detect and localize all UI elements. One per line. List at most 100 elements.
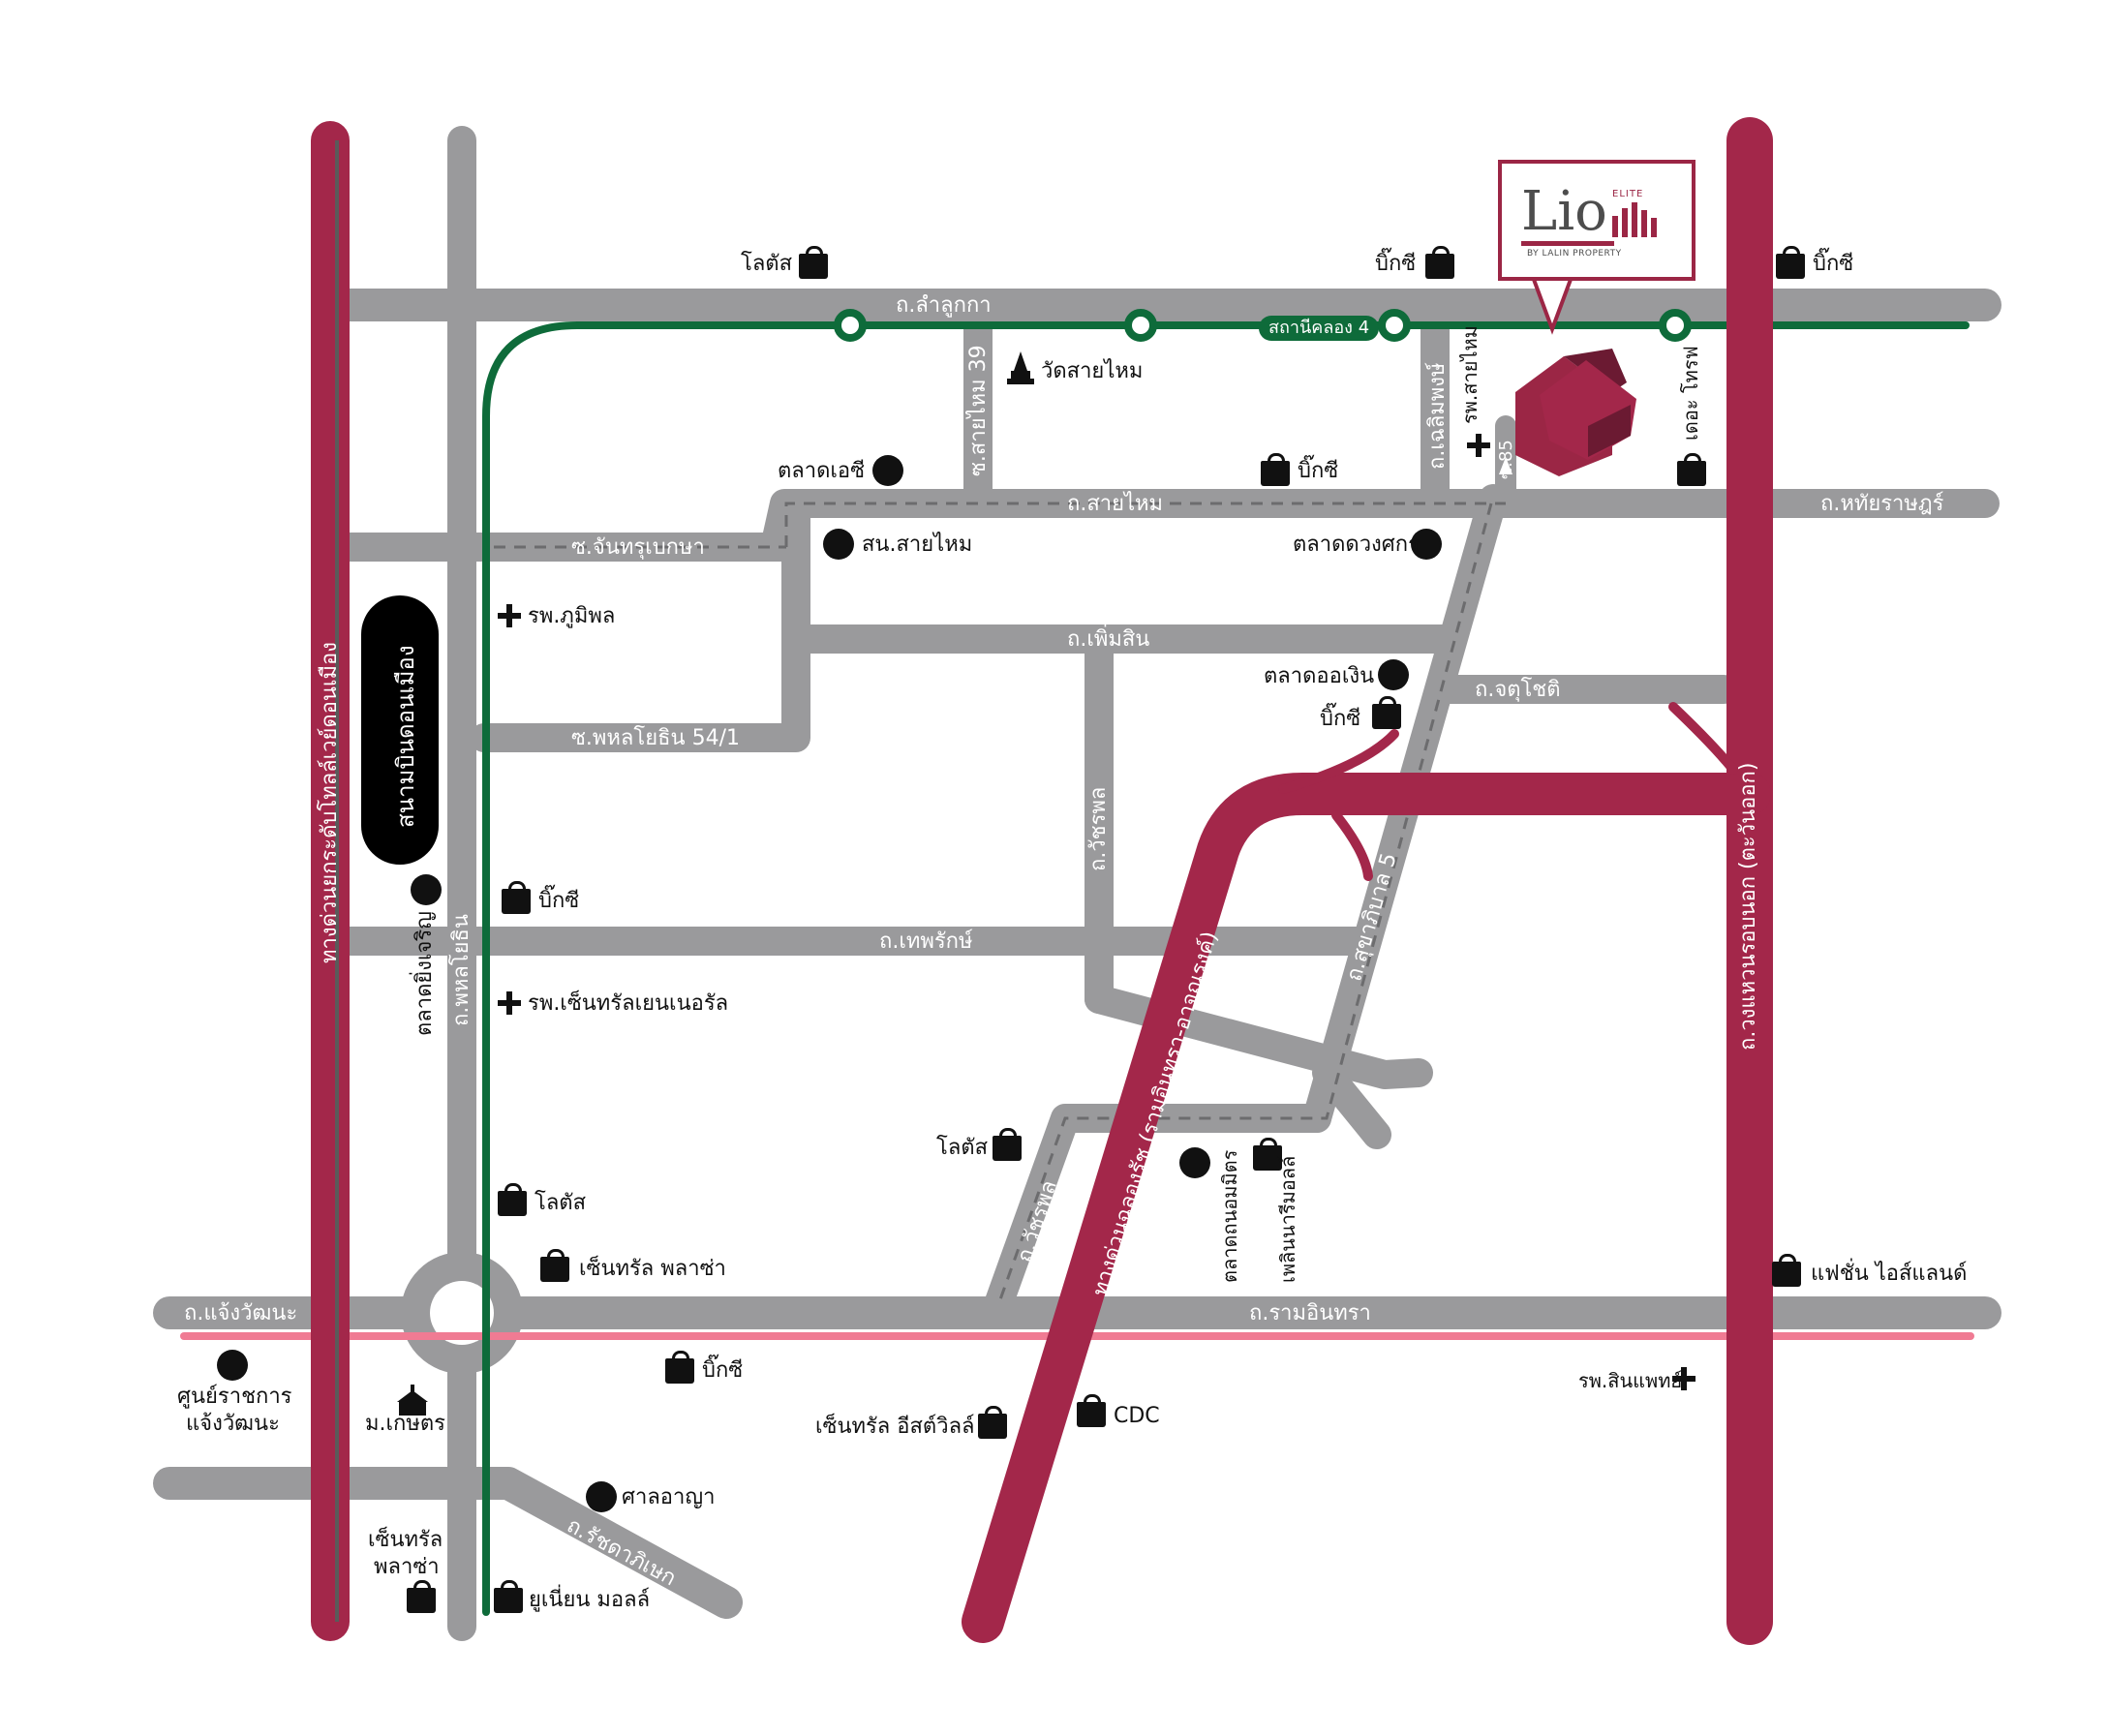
market-dot-icon: [1411, 529, 1442, 560]
logo-brand: Lio: [1521, 180, 1607, 243]
station-label: สถานีคลอง 4: [1259, 316, 1380, 341]
shopping-bag-icon: [799, 246, 828, 279]
place-govt-center-1: ศูนย์ราชการ: [177, 1385, 292, 1409]
place-union-mall: ยูเนี่ยน มอลล์: [529, 1588, 651, 1612]
place-central-eastville: เซ็นทรัล อีสต์วิลล์: [815, 1415, 975, 1439]
airport-label: สนามบินดอนเมือง: [392, 645, 419, 828]
shopping-bag-icon: [1772, 1254, 1801, 1287]
place-kasetsart: ม.เกษตร: [365, 1412, 445, 1436]
place-rp-saimai: รพ.สายไหม: [1458, 325, 1482, 424]
place-talad-yingcharoen: ตลาดยิ่งเจริญ: [412, 910, 437, 1036]
place-talad-duangsakorn: ตลาดดวงศกร: [1293, 533, 1420, 557]
place-court: ศาลอาญา: [622, 1485, 716, 1509]
shopping-bag-icon: [540, 1249, 569, 1282]
hospital-icon: [1672, 1367, 1696, 1390]
shopping-bag-icon: [494, 1580, 523, 1613]
logo-stripes: [1612, 202, 1661, 237]
place-govt-center-2: แจ้งวัฒนะ: [186, 1412, 280, 1436]
place-wat-saimai: วัดสายไหม: [1041, 359, 1144, 383]
shopping-bag-icon: [993, 1128, 1022, 1161]
station-2: [1124, 309, 1157, 342]
road-chanthrubeksa: ซ.จันทรุเบกษา: [571, 535, 705, 560]
road-watcharaphon: ถ.วัชรพล: [1086, 786, 1111, 871]
place-talad-orngoen: ตลาดออเงิน: [1264, 664, 1375, 688]
road-saimai39: ซ.สายไหม 39: [966, 345, 991, 476]
shopping-bag-icon: [1261, 453, 1290, 486]
temple-icon: [1007, 351, 1034, 384]
chalong-rat-expressway: [962, 773, 1771, 1643]
logo-underline: [1521, 241, 1614, 246]
house-icon: [1515, 349, 1636, 476]
place-cdc: CDC: [1114, 1404, 1160, 1428]
road-chalermphong: ถ.เฉลิมพงษ์: [1425, 362, 1450, 470]
lio-elite-logo: Lio ELITE BY LALIN PROPERTY: [1498, 160, 1696, 281]
phahon54-road: [470, 489, 810, 752]
place-rp-central: รพ.เซ็นทรัลเยนเนอรัล: [528, 991, 729, 1016]
place-rp-bhumibol: รพ.ภูมิพล: [528, 604, 616, 628]
road-ramintra: ถ.รามอินทรา: [1249, 1301, 1371, 1325]
hospital-icon: [498, 604, 521, 627]
ramp-1: [1331, 810, 1373, 881]
ramp-3: [1668, 702, 1738, 775]
road-saimai: ถ.สายไหม: [1067, 492, 1164, 516]
place-bigc-theprak: บิ๊กซี: [538, 889, 580, 913]
place-bigc-saimai: บิ๊กซี: [1298, 459, 1339, 483]
logo-byline: BY LALIN PROPERTY: [1527, 249, 1622, 259]
road-soi85: ซ.85: [1496, 440, 1516, 479]
place-fashion-island: แฟชั่น ไอส์แลนด์: [1811, 1262, 1968, 1286]
road-hathairat: ถ.หทัยราษฎร์: [1820, 492, 1944, 516]
shopping-bag-icon: [502, 881, 531, 914]
university-icon: [397, 1385, 428, 1416]
place-central-plaza: เซ็นทรัล พลาซ่า: [579, 1257, 726, 1281]
shopping-bag-icon: [1776, 246, 1805, 279]
place-bigc-top2: บิ๊กซี: [1813, 252, 1854, 276]
shopping-bag-icon: [407, 1580, 436, 1613]
market-dot-icon: [872, 455, 903, 486]
road-outer-ring: ถ.วงแหวนรอบนอก (ตะวันออก): [1736, 762, 1760, 1051]
road-phermsin: ถ.เพิ่มสิน: [1067, 627, 1150, 652]
place-bigc-ramintra: บิ๊กซี: [702, 1358, 744, 1383]
road-chatuchot: ถ.จตุโชติ: [1475, 678, 1561, 702]
place-the-trop: เดอะ โทรฟ: [1679, 346, 1702, 441]
ratchadaphisek-road: [153, 1467, 743, 1619]
place-talad-ac: ตลาดเอซี: [778, 459, 866, 483]
shopping-bag-icon: [1077, 1394, 1106, 1427]
hospital-icon: [1467, 434, 1490, 457]
road-theprak: ถ.เทพรักษ์: [879, 929, 973, 954]
market-dot-icon: [1378, 659, 1409, 690]
market-dot-icon: [411, 874, 442, 905]
ramp-2: [1278, 729, 1399, 794]
court-dot-icon: [586, 1481, 617, 1512]
place-talad-nommit: ตลาดถนอมมิตร: [1218, 1149, 1241, 1283]
police-dot-icon: [823, 529, 854, 560]
watcharaphon-diag: [1085, 985, 1433, 1089]
station-3: [1378, 309, 1411, 342]
government-dot-icon: [217, 1350, 248, 1381]
airport-marker: สนามบินดอนเมือง: [361, 595, 439, 865]
place-central-lad-2: พลาซ่า: [374, 1555, 440, 1579]
market-dot-icon: [1179, 1147, 1210, 1178]
road-donmueang-tollway: ทางด่วนยกระดับโทลล์เวย์ดอนเมือง: [318, 642, 342, 963]
shopping-bag-icon: [978, 1406, 1007, 1439]
station-1: [834, 309, 867, 342]
road-chaengwattana: ถ.แจ้งวัฒนะ: [184, 1301, 298, 1325]
shopping-bag-icon: [1425, 246, 1454, 279]
roundabout: [401, 1252, 523, 1374]
shopping-bag-icon: [1372, 696, 1401, 729]
road-phahon54: ซ.พหลโยธิน 54/1: [571, 726, 740, 750]
place-bigc-orngoen: บิ๊กซี: [1320, 707, 1361, 731]
place-son-saimai: สน.สายไหม: [862, 533, 973, 557]
road-phahonyothin: ถ.พหลโยธิน: [449, 914, 474, 1026]
place-lotus-phahon: โลตัส: [535, 1191, 587, 1215]
hospital-icon: [498, 991, 521, 1015]
shopping-bag-icon: [665, 1351, 694, 1384]
place-plearnary: เพลินนารีมอลล์: [1276, 1155, 1299, 1283]
shopping-bag-icon: [498, 1183, 527, 1216]
place-bigc-top1: บิ๊กซี: [1375, 252, 1417, 276]
road-lumlukka: ถ.ลำลูกกา: [896, 293, 992, 318]
place-lotus-watcharaphon: โลตัส: [936, 1136, 989, 1160]
place-central-lad-1: เซ็นทรัล: [368, 1528, 443, 1552]
shopping-bag-icon: [1253, 1138, 1282, 1171]
station-4: [1659, 309, 1692, 342]
